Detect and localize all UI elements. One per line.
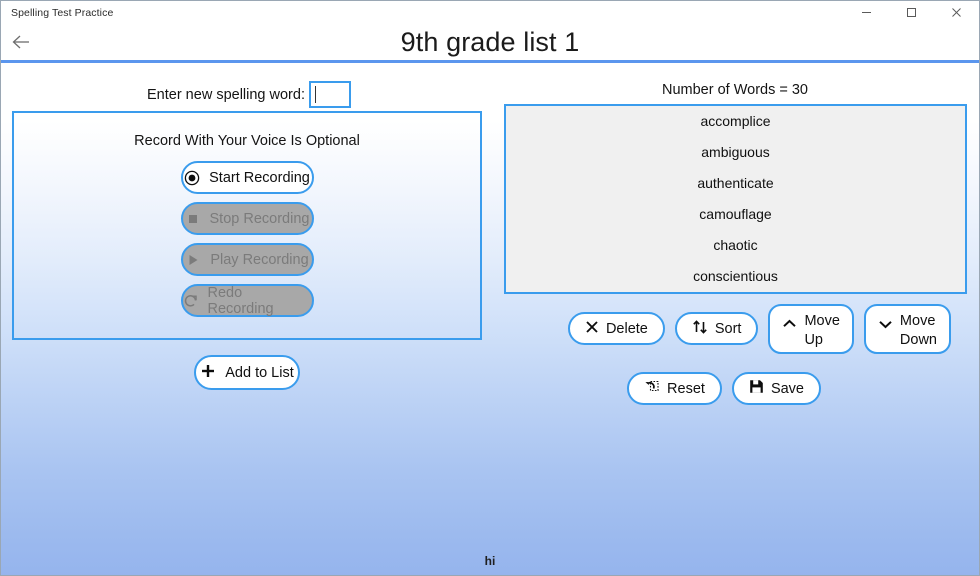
list-item[interactable]: camouflage [699,206,772,222]
delete-label: Delete [605,320,648,337]
list-item[interactable]: accomplice [700,113,771,129]
recording-button-stack: Start Recording Stop Recording Play Reco… [14,161,480,317]
window-controls [844,1,979,24]
redo-recording-label: Redo Recording [207,284,274,317]
reset-label: Reset [667,380,705,397]
plus-icon [200,363,216,383]
move-down-button[interactable]: Move Down [863,304,951,354]
move-up-line2: Up [804,332,823,348]
maximize-button[interactable] [889,1,934,24]
word-list[interactable]: accomplice ambiguous authenticate camouf… [504,104,967,294]
start-recording-label: Start Recording [209,169,310,186]
page-header: 9th grade list 1 [1,24,979,60]
undo-icon [644,379,660,398]
recording-panel-title: Record With Your Voice Is Optional [134,133,360,149]
save-label: Save [770,380,804,397]
recording-panel: Record With Your Voice Is Optional Start… [12,111,482,340]
play-recording-label: Play Recording [210,251,309,268]
back-arrow-icon[interactable] [7,29,35,55]
play-icon [185,252,201,268]
sort-label: Sort [714,320,742,337]
page-title: 9th grade list 1 [400,27,580,57]
entry-label: Enter new spelling word: [147,86,305,103]
save-button[interactable]: Save [731,372,821,405]
window-title: Spelling Test Practice [11,6,114,19]
redo-recording-button: Redo Recording [180,284,314,317]
close-button[interactable] [934,1,979,24]
add-to-list-label: Add to List [225,364,294,381]
sort-button[interactable]: Sort [674,312,759,345]
status-text: hi [484,554,496,568]
secondary-actions-row: Reset Save [504,364,967,405]
stop-recording-label: Stop Recording [209,210,310,227]
x-icon [585,320,599,338]
play-recording-button: Play Recording [180,243,314,276]
text-caret [314,86,316,103]
move-up-button[interactable]: Move Up [768,304,854,354]
list-item[interactable]: chaotic [713,237,758,253]
word-count-label: Number of Words = 30 [661,82,808,98]
new-word-input[interactable] [308,81,351,108]
redo-icon [183,293,199,309]
stop-recording-button: Stop Recording [180,202,314,235]
move-up-line1: Move [804,313,840,329]
move-down-label: Move Down [900,312,937,350]
start-recording-button[interactable]: Start Recording [180,161,314,194]
list-item[interactable]: conscientious [693,268,778,284]
delete-button[interactable]: Delete [567,312,665,345]
minimize-button[interactable] [844,1,889,24]
title-bar: Spelling Test Practice [1,1,979,24]
chevron-down-icon [878,317,893,333]
sort-icon [692,319,708,338]
list-item[interactable]: ambiguous [701,144,770,160]
move-down-line1: Move [899,313,936,329]
move-down-line2: Down [899,332,937,348]
header-divider [1,60,979,63]
list-actions-row: Delete Sort Move Up [504,304,967,354]
move-up-label: Move Up [804,312,839,350]
save-icon [749,379,764,398]
entry-row: Enter new spelling word: [13,81,485,108]
stop-icon [185,211,201,227]
record-icon [184,170,200,186]
reset-button[interactable]: Reset [627,372,722,405]
list-item[interactable]: authenticate [697,175,774,191]
add-to-list-button[interactable]: Add to List [194,355,300,390]
chevron-up-icon [782,317,797,333]
